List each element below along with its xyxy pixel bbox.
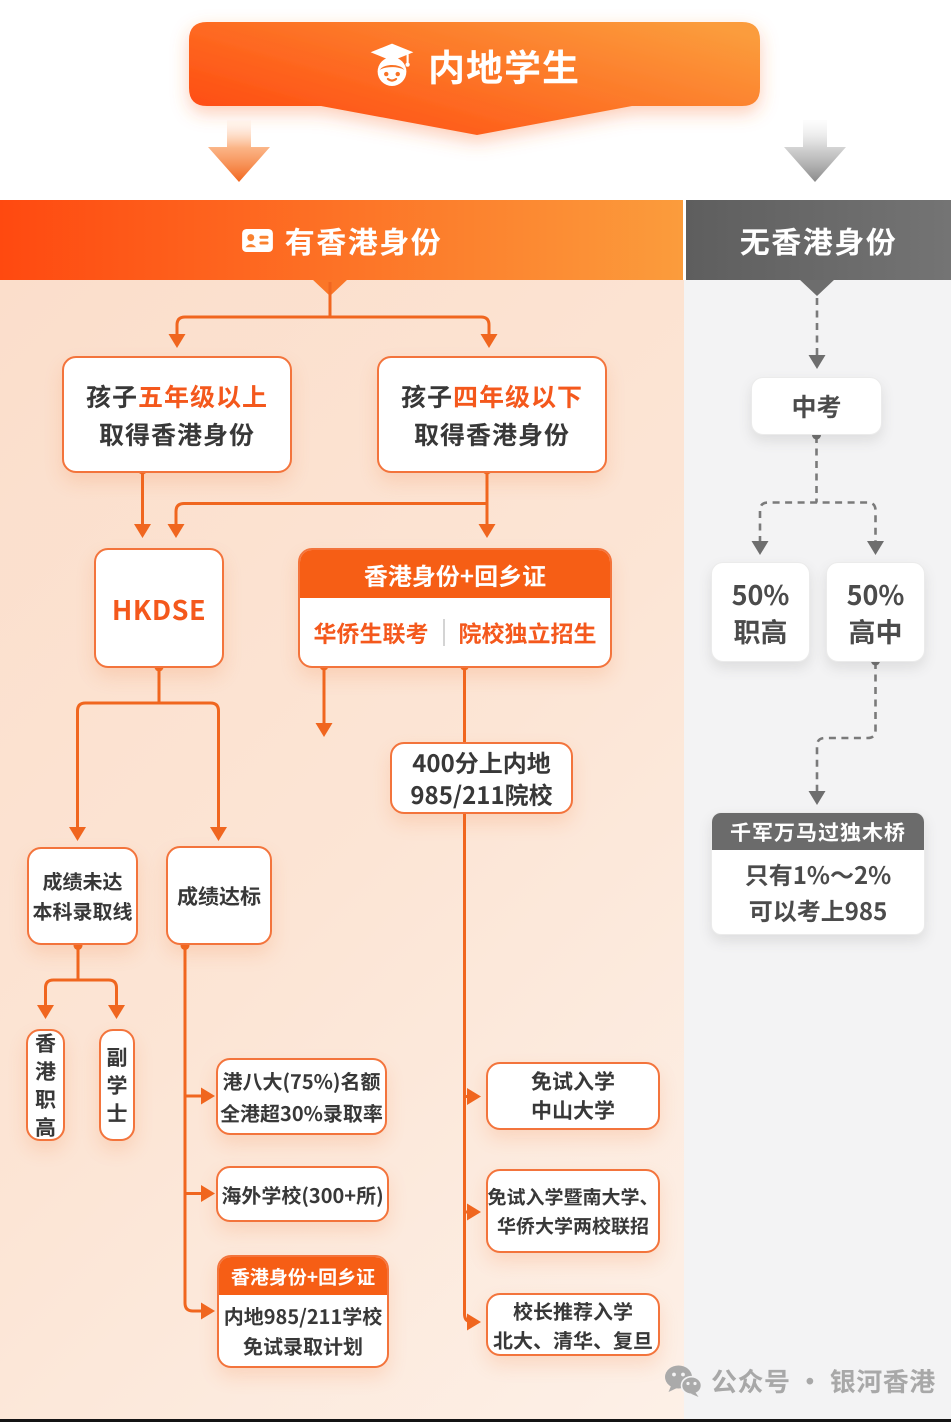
node-hkdse: HKDSE	[94, 548, 224, 668]
node-hk-eight-universities-line2: 全港超30%录取率	[220, 1097, 383, 1127]
node-jinan-huaqiao-line2: 华侨大学两校联招	[496, 1212, 649, 1239]
node-jinan-huaqiao: 免试入学暨南大学、 华侨大学两校联招	[486, 1169, 660, 1253]
node-single-log-bridge-header: 千军万马过独木桥	[712, 813, 924, 850]
node-child-grade5-up-highlight: 五年级以上	[138, 377, 269, 414]
node-50-highschool: 50% 高中	[826, 562, 925, 662]
left-fade-arrow	[208, 120, 270, 182]
node-child-grade4-down-prefix: 孩子	[400, 377, 453, 414]
orange-connectors	[37, 282, 498, 1331]
node-principal-recommendation: 校长推荐入学 北大、清华、复旦	[486, 1293, 660, 1356]
node-mainland-985-plan-line2: 免试录取计划	[243, 1330, 363, 1360]
node-child-grade5-up-line2: 取得香港身份	[98, 415, 255, 452]
node-single-log-bridge-line1: 只有1%～2%	[744, 856, 892, 891]
student-graduate-icon	[370, 43, 414, 86]
node-zhongkao-label: 中考	[791, 388, 842, 424]
node-hk-identity-permit-header: 香港身份+回乡证	[300, 550, 610, 598]
node-principal-recommendation-line2: 北大、清华、复旦	[493, 1324, 653, 1354]
node-score-met: 成绩达标	[166, 846, 272, 945]
header-has-hk-identity: 有香港身份	[0, 200, 683, 280]
node-50-highschool-line2: 高中	[848, 611, 903, 650]
vertical-divider	[442, 618, 445, 646]
node-zhongkao: 中考	[751, 377, 882, 435]
node-hk-eight-universities-line1: 港八大(75%)名额	[222, 1065, 381, 1095]
wechat-icon	[665, 1365, 701, 1397]
node-hk-eight-universities: 港八大(75%)名额 全港超30%录取率	[216, 1058, 387, 1135]
node-score-below-line1: 成绩未达	[42, 866, 123, 895]
node-overseas-chinese-exam: 华侨生联考	[313, 615, 429, 649]
banner-shape	[189, 22, 760, 135]
footer-watermark: 公众号 · 银河香港	[664, 1362, 936, 1399]
node-child-grade5-up-prefix: 孩子	[85, 377, 138, 414]
banner-title-text: 内地学生	[428, 38, 580, 92]
node-overseas-schools: 海外学校(300+所)	[216, 1166, 389, 1222]
gray-connectors	[751, 298, 884, 805]
header-no-hk-identity: 无香港身份	[686, 200, 951, 280]
node-independent-admission: 院校独立招生	[458, 615, 597, 649]
node-400-points-line2: 985/211院校	[410, 776, 553, 811]
node-50-vocational-line2: 职高	[733, 611, 788, 650]
node-score-below-line: 成绩未达 本科录取线	[27, 847, 138, 945]
right-header-label: 无香港身份	[739, 218, 898, 262]
node-sun-yat-sen-university: 免试入学 中山大学	[486, 1062, 660, 1130]
node-mainland-985-plan-header: 香港身份+回乡证	[219, 1257, 387, 1295]
node-child-grade5-up: 孩子五年级以上 取得香港身份	[62, 356, 292, 473]
node-associate-degree: 副学士	[99, 1029, 135, 1141]
right-bar-notch	[799, 279, 835, 296]
node-jinan-huaqiao-line1: 免试入学暨南大学、	[487, 1183, 659, 1210]
node-principal-recommendation-line1: 校长推荐入学	[513, 1295, 633, 1325]
node-hkdse-label: HKDSE	[111, 588, 207, 628]
node-400-points-line1: 400分上内地	[412, 744, 551, 779]
id-card-icon	[241, 228, 273, 252]
node-hk-vocational-label: 香港职高	[34, 1028, 56, 1142]
right-fade-arrow	[784, 120, 846, 182]
node-sun-yat-sen-line1: 免试入学	[531, 1066, 615, 1096]
node-child-grade4-down-line2: 取得香港身份	[413, 415, 570, 452]
node-overseas-schools-label: 海外学校(300+所)	[221, 1179, 384, 1209]
node-hk-identity-permit: 香港身份+回乡证 华侨生联考 院校独立招生	[298, 548, 612, 668]
node-score-met-label: 成绩达标	[177, 880, 261, 911]
footer-label: 公众号 · 银河香港	[711, 1362, 936, 1399]
node-single-log-bridge-line2: 可以考上985	[748, 892, 888, 927]
node-child-grade4-down: 孩子四年级以下 取得香港身份	[377, 356, 607, 473]
banner: 内地学生	[189, 22, 760, 108]
node-mainland-985-plan-line1: 内地985/211学校	[223, 1300, 383, 1330]
node-50-vocational: 50% 职高	[711, 562, 810, 662]
node-hk-vocational: 香港职高	[26, 1029, 65, 1141]
node-score-below-line2: 本科录取线	[32, 896, 133, 925]
node-child-grade4-down-highlight: 四年级以下	[453, 377, 584, 414]
node-single-log-bridge: 千军万马过独木桥 只有1%～2% 可以考上985	[711, 812, 925, 935]
node-400-points: 400分上内地 985/211院校	[390, 742, 573, 814]
left-header-label: 有香港身份	[284, 218, 443, 262]
node-50-highschool-line1: 50%	[846, 574, 905, 613]
bottom-border-line	[0, 1419, 951, 1422]
node-associate-degree-label: 副学士	[106, 1042, 128, 1128]
node-50-vocational-line1: 50%	[731, 574, 790, 613]
node-mainland-985-plan: 香港身份+回乡证 内地985/211学校 免试录取计划	[217, 1255, 389, 1368]
node-sun-yat-sen-line2: 中山大学	[531, 1095, 615, 1125]
